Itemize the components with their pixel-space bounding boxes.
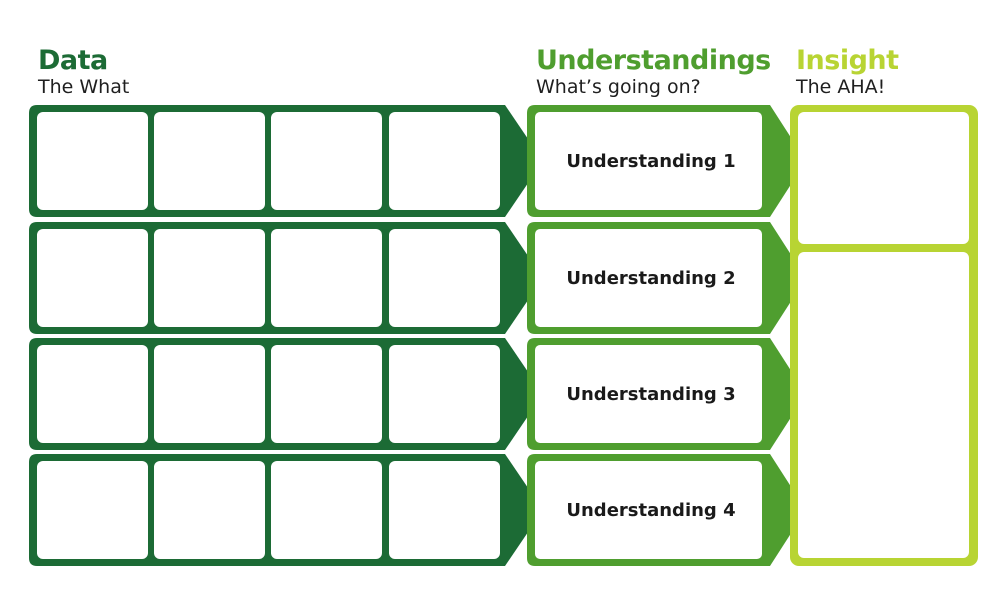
understanding-label: Understanding 2 [566,268,735,289]
data-cell [37,229,148,327]
data-cell [271,461,382,559]
data-cell [271,229,382,327]
data-cell [37,112,148,210]
understanding-label: Understanding 3 [566,384,735,405]
insight-cell-bottom [798,252,969,558]
understandings-header: Understandings What’s going on? [536,45,771,99]
data-cell [389,345,500,443]
insight-cell-top [798,112,969,244]
understanding-inner [535,461,762,559]
understanding-label: Understanding 4 [566,500,735,521]
insight-header: Insight The AHA! [796,45,899,99]
understandings-subtitle: What’s going on? [536,76,701,98]
data-cell [37,461,148,559]
understandings-title: Understandings [536,45,771,76]
data-cell [154,461,265,559]
data-cell [37,345,148,443]
insight-title: Insight [796,45,899,76]
understanding-inner [535,229,762,327]
data-cell [154,345,265,443]
understanding-inner [535,345,762,443]
understanding-inner [535,112,762,210]
data-cell [154,229,265,327]
understanding-label: Understanding 1 [566,151,735,172]
data-title: Data [38,45,108,76]
data-cell [389,461,500,559]
data-cell [271,345,382,443]
data-cell [154,112,265,210]
insight-subtitle: The AHA! [796,76,886,98]
data-cell [389,229,500,327]
data-subtitle: The What [38,76,130,98]
data-cell [271,112,382,210]
data-cell [389,112,500,210]
data-header: Data The What [38,45,130,99]
